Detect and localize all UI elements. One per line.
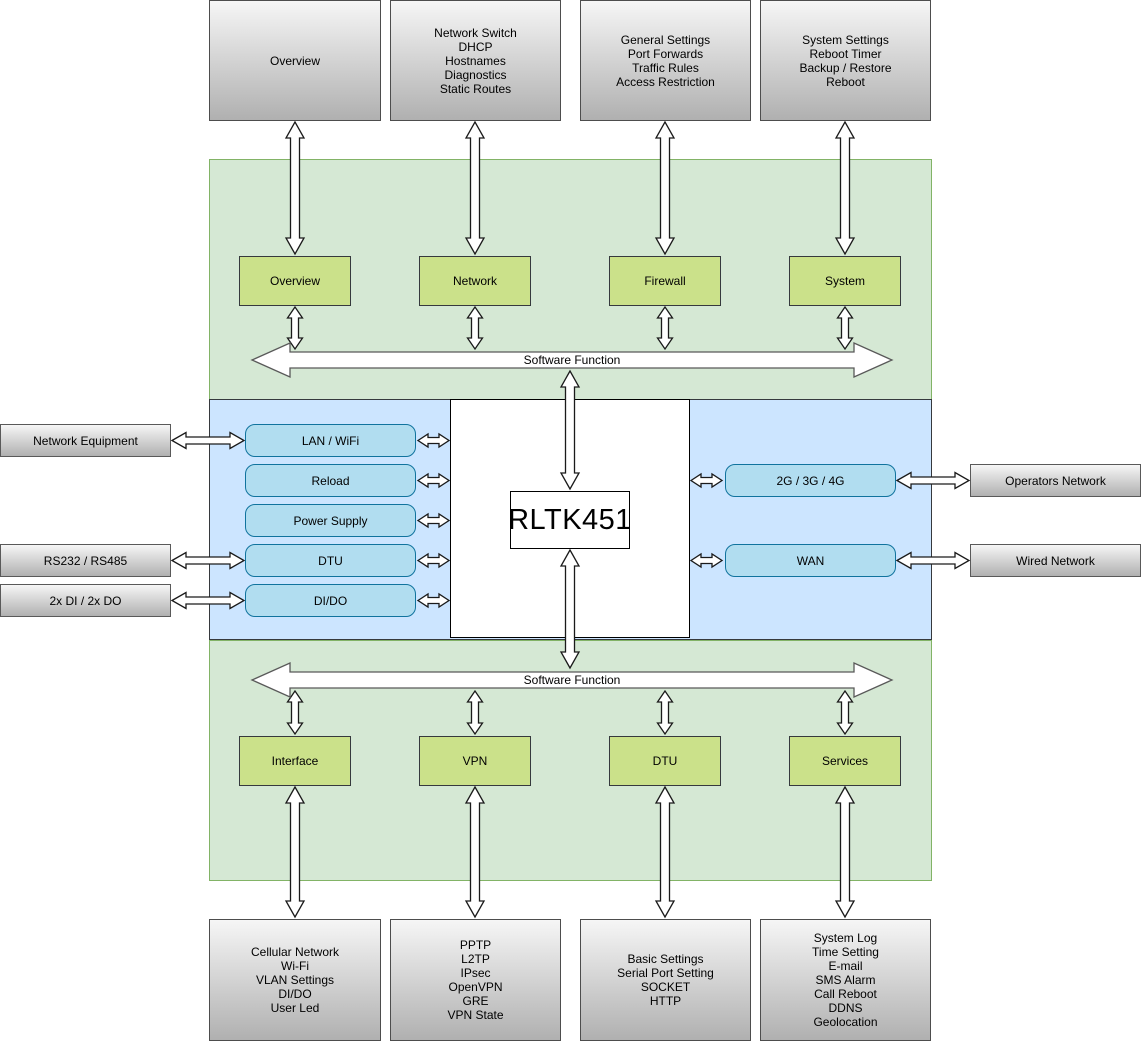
menu-vpn: VPN <box>419 736 531 786</box>
module-dtu: DTU <box>245 544 416 577</box>
menu-firewall: Firewall <box>609 256 721 306</box>
services-pages-box: System Log Time Setting E-mail SMS Alarm… <box>760 919 931 1041</box>
menu-services: Services <box>789 736 901 786</box>
network-pages-box: Network Switch DHCP Hostnames Diagnostic… <box>390 0 561 121</box>
module-cellular: 2G / 3G / 4G <box>725 464 896 497</box>
menu-dtu: DTU <box>609 736 721 786</box>
module-wan: WAN <box>725 544 896 577</box>
external-network-equipment: Network Equipment <box>0 424 171 457</box>
menu-system: System <box>789 256 901 306</box>
external-di-do: 2x DI / 2x DO <box>0 584 171 617</box>
external-wired-network: Wired Network <box>970 544 1141 577</box>
external-operators-network: Operators Network <box>970 464 1141 497</box>
menu-network: Network <box>419 256 531 306</box>
software-bus-label-top: Software Function <box>523 353 621 367</box>
module-reload: Reload <box>245 464 416 497</box>
software-bus-label-bottom: Software Function <box>523 673 621 687</box>
menu-overview: Overview <box>239 256 351 306</box>
module-di-do: DI/DO <box>245 584 416 617</box>
dtu-pages-box: Basic Settings Serial Port Setting SOCKE… <box>580 919 751 1041</box>
chip-rltk451: RLTK451 <box>508 491 631 549</box>
module-power-supply: Power Supply <box>245 504 416 537</box>
overview-page-box: Overview <box>209 0 381 121</box>
interface-pages-box: Cellular Network Wi-Fi VLAN Settings DI/… <box>209 919 381 1041</box>
external-rs232-rs485: RS232 / RS485 <box>0 544 171 577</box>
vpn-pages-box: PPTP L2TP IPsec OpenVPN GRE VPN State <box>390 919 561 1041</box>
menu-interface: Interface <box>239 736 351 786</box>
firewall-pages-box: General Settings Port Forwards Traffic R… <box>580 0 751 121</box>
module-lan-wifi: LAN / WiFi <box>245 424 416 457</box>
system-pages-box: System Settings Reboot Timer Backup / Re… <box>760 0 931 121</box>
